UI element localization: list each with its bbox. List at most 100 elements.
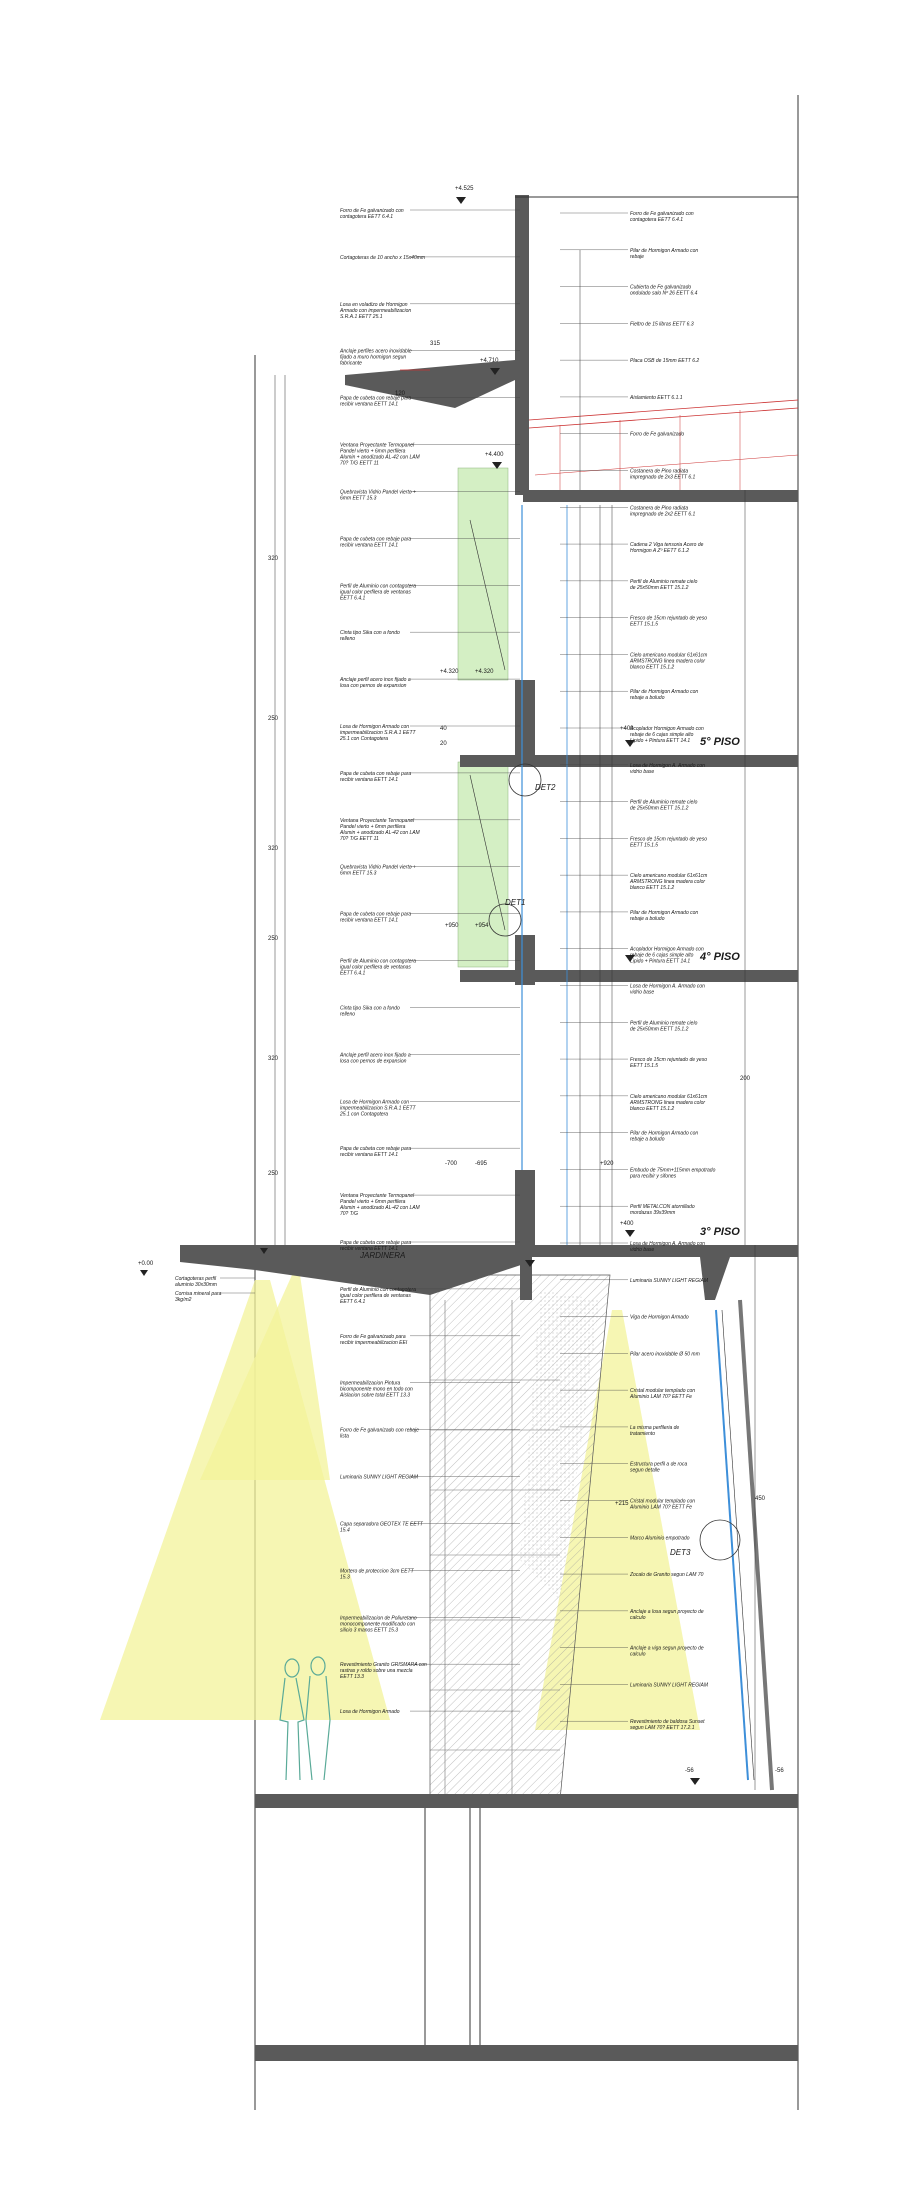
rafter-2 <box>528 407 799 429</box>
planter-slab <box>180 1245 530 1295</box>
level-l8: +400 <box>620 726 634 732</box>
right-beam <box>700 1257 730 1300</box>
annotation-note: Luminaria SUNNY LIGHT REGIAM <box>630 1278 709 1284</box>
level-marker-slab <box>492 462 502 469</box>
level-marker-5th <box>625 740 635 747</box>
base-wall-left <box>520 1255 532 1300</box>
detail-label-3: DET3 <box>670 1548 691 1557</box>
level-markers <box>140 197 700 1785</box>
annotation-note: Pilar acero inoxidable Ø 50 mm <box>630 1351 700 1357</box>
annotation-note: Luminaria SUNNY LIGHT REGIAM <box>340 1475 419 1481</box>
dim-value-6: 250 <box>268 936 279 942</box>
people-figures <box>279 1656 331 1781</box>
level-marker-far-left <box>140 1270 148 1276</box>
level-top: +4.525 <box>455 186 474 192</box>
level-l7: +920 <box>600 1161 614 1167</box>
person-2-head <box>310 1656 326 1676</box>
level-l4: +954 <box>475 923 489 929</box>
level-l1: +4.320 <box>440 669 459 675</box>
structure <box>180 195 798 2061</box>
roof-framing <box>400 369 799 490</box>
facade-diagonal-2 <box>469 774 506 931</box>
annotation-note: Marco Aluminio empotrado <box>630 1535 690 1541</box>
dim-value-1: 315 <box>430 341 441 347</box>
light-cone-center <box>200 1275 330 1480</box>
column-block-2 <box>515 935 535 985</box>
dimension-lines <box>274 250 756 1790</box>
glazing-panel-4th <box>457 761 509 968</box>
annotation-note: Quebravista Vidrio Pandel vierto +6mm EE… <box>340 865 416 877</box>
level-l9: +400 <box>620 1221 634 1227</box>
hatched-base-wall <box>429 1274 611 1801</box>
annotation-note: Viga de Hormigon Armado <box>630 1315 689 1321</box>
hatched-wedge <box>520 1290 600 1600</box>
annotation-note: Luminaria SUNNY LIGHT REGIAM <box>630 1682 709 1688</box>
column-block-1 <box>515 680 535 762</box>
dim-value-10: 450 <box>755 1496 766 1502</box>
detail-label-2: DET1 <box>505 898 525 907</box>
slab-4th <box>460 970 798 982</box>
level-l12: -56 <box>685 1768 694 1774</box>
fence-grid <box>430 1300 560 1794</box>
dim-value-9: 200 <box>740 1076 751 1082</box>
facade-right-1 <box>738 1299 774 1791</box>
level-marker-4th <box>625 955 635 962</box>
level-marker-ground <box>525 1260 535 1267</box>
ground-slab <box>255 1794 798 1808</box>
rafter-1 <box>528 399 799 421</box>
blue-glass-line-3 <box>715 1309 749 1781</box>
level-roof: +4.710 <box>480 358 499 364</box>
roof-parapet <box>515 195 529 495</box>
dim-value-3: 320 <box>268 556 279 562</box>
level-l2: +4.320 <box>475 669 494 675</box>
level-l11: +215 <box>615 1501 629 1507</box>
dim-value-2: 120 <box>395 391 406 397</box>
dim-value-12: 20 <box>440 741 447 747</box>
